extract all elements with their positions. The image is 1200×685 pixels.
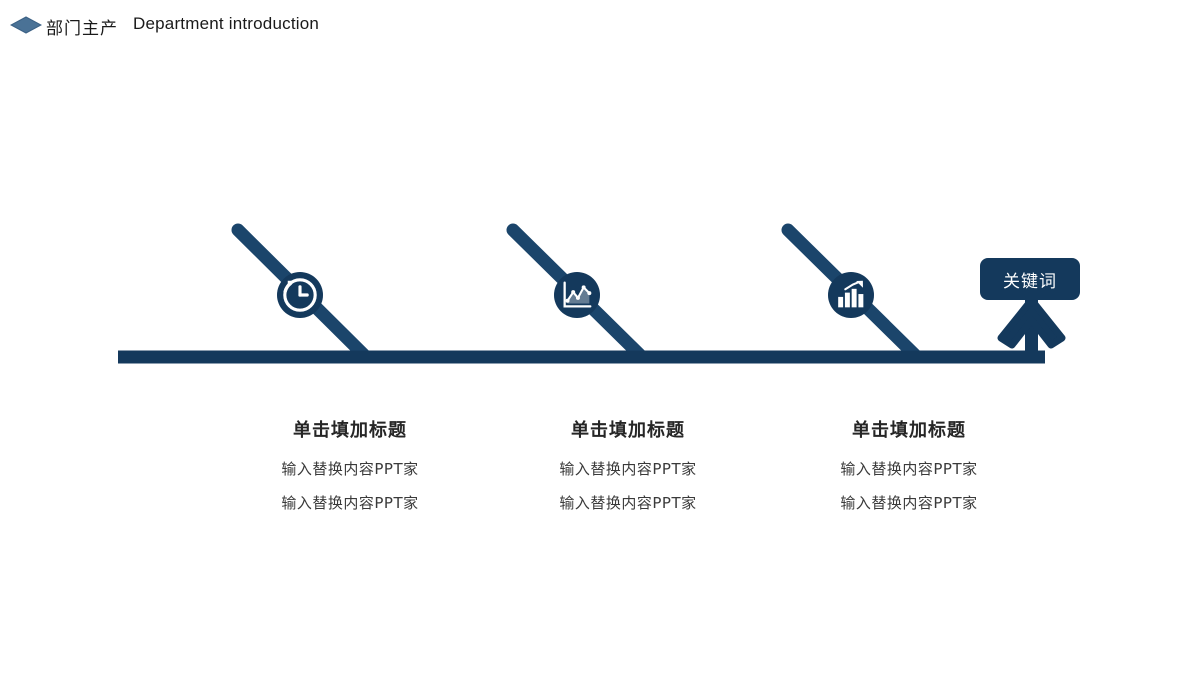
node-2[interactable] [554, 272, 600, 318]
column-1-title[interactable]: 单击填加标题 [293, 420, 407, 441]
spine [118, 296, 1066, 364]
header-title-cn: 部门主产 [46, 19, 118, 39]
column-2-line-2[interactable]: 输入替换内容PPT家 [559, 494, 697, 512]
column-1-line-2[interactable]: 输入替换内容PPT家 [281, 494, 419, 512]
header-title-en: Department introduction [133, 14, 320, 33]
node-3-circle [828, 272, 874, 318]
text-column-1: 单击填加标题 输入替换内容PPT家 输入替换内容PPT家 [230, 416, 470, 526]
column-3-title[interactable]: 单击填加标题 [852, 420, 966, 441]
column-2-title[interactable]: 单击填加标题 [571, 420, 685, 441]
diamond-icon [10, 16, 42, 34]
keyword-badge[interactable]: 关键词 [980, 258, 1080, 300]
text-column-2: 单击填加标题 输入替换内容PPT家 输入替换内容PPT家 [508, 416, 748, 526]
column-1-line-1[interactable]: 输入替换内容PPT家 [281, 460, 419, 478]
column-3-line-2[interactable]: 输入替换内容PPT家 [840, 494, 978, 512]
text-column-3: 单击填加标题 输入替换内容PPT家 输入替换内容PPT家 [789, 416, 1029, 526]
column-2-line-1[interactable]: 输入替换内容PPT家 [559, 460, 697, 478]
node-1[interactable] [277, 272, 323, 318]
keyword-label: 关键词 [1003, 271, 1057, 292]
slide-header: 部门主产 Department introduction [0, 0, 1200, 56]
node-3[interactable] [828, 272, 874, 318]
spine-bar [118, 350, 1045, 364]
node-2-circle [554, 272, 600, 318]
column-3-line-1[interactable]: 输入替换内容PPT家 [840, 460, 978, 478]
arrow-head-icon [997, 296, 1066, 349]
